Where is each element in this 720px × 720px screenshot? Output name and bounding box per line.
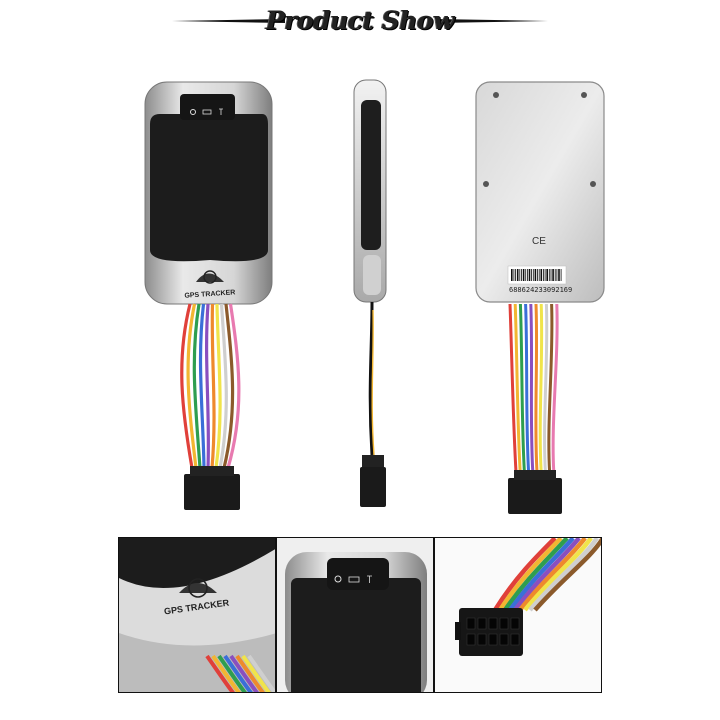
header-title: Product Show	[265, 6, 455, 35]
ce-mark: CE	[532, 236, 546, 247]
thumbnail-front-panel-closeup	[276, 537, 434, 693]
front-wire-bundle	[180, 303, 241, 469]
back-view: CE 688624233092169	[475, 81, 605, 514]
barcode-label	[507, 265, 567, 285]
antenna-icon	[219, 108, 223, 115]
thumbnail-strip: GPS TRACKER	[118, 537, 602, 693]
globe-logo-icon	[196, 270, 224, 284]
product-show-header: Product Show	[0, 0, 720, 50]
thumbnail-logo-closeup: GPS TRACKER	[118, 537, 276, 693]
battery-icon	[202, 109, 212, 115]
thumbnail-connector-closeup	[434, 537, 602, 693]
barcode	[511, 269, 562, 281]
front-view: GPS TRACKER	[144, 81, 273, 510]
front-connector	[184, 474, 240, 510]
front-logo-text: GPS TRACKER	[184, 289, 235, 300]
back-wire-bundle	[508, 303, 559, 473]
back-connector	[508, 478, 562, 514]
thumb-connector	[459, 608, 523, 656]
product-views: GPS TRACKER CE 688624233092169	[144, 79, 605, 514]
side-connector	[360, 467, 386, 507]
side-view	[353, 79, 387, 507]
gps-signal-icon	[190, 109, 196, 115]
serial-number: 688624233092169	[509, 286, 572, 294]
